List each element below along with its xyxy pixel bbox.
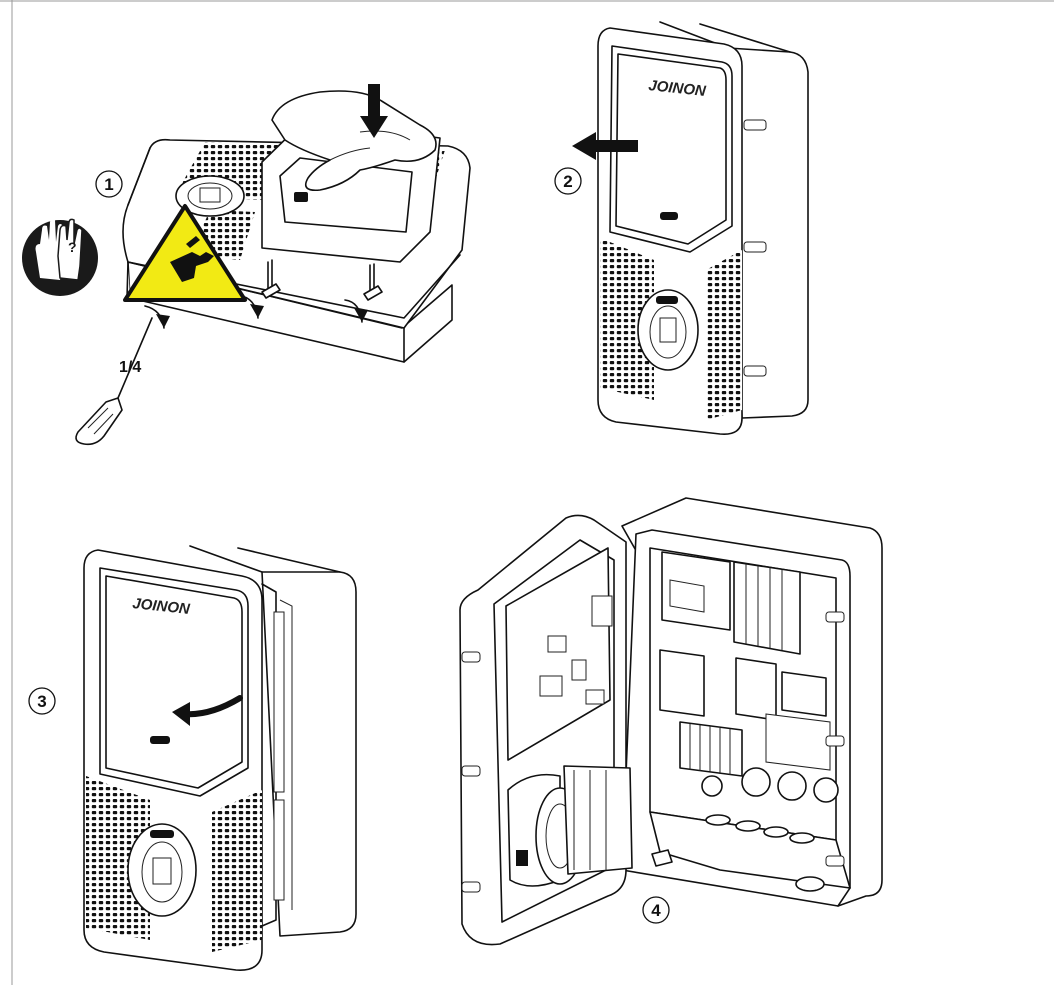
svg-text:?: ? [68, 239, 77, 255]
arrow-left-icon [572, 132, 638, 160]
step-3-badge: 3 [28, 687, 56, 715]
brand-logo-step3: JOINON [132, 595, 192, 618]
protective-gloves-icon: ? [22, 218, 98, 296]
step-2-number: 2 [563, 172, 572, 191]
step-4-number: 4 [651, 901, 661, 920]
hand-cut-hazard-warning-icon [123, 204, 247, 302]
step-1-badge: 1 [95, 170, 123, 198]
brand-logo: JOINON [648, 77, 708, 100]
step-4-figure [459, 497, 883, 946]
step-2-figure [597, 21, 809, 435]
arrow-down-icon [360, 84, 388, 138]
step-1-number: 1 [104, 175, 113, 194]
step-1-figure [75, 90, 471, 446]
step-3-figure [83, 545, 357, 971]
step-4-badge: 4 [642, 896, 670, 924]
step-3-number: 3 [37, 692, 46, 711]
step-2-badge: 2 [554, 167, 582, 195]
screw-turn-label: 1/4 [119, 359, 141, 376]
curved-arrow-icon [172, 695, 243, 726]
